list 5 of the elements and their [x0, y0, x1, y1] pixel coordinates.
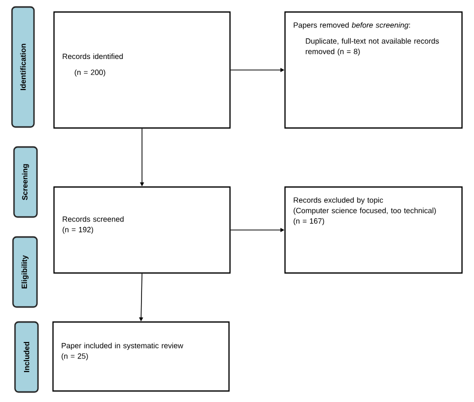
process-box — [53, 186, 231, 274]
process-box — [53, 11, 231, 129]
process-box — [284, 186, 463, 274]
process-box — [284, 11, 463, 129]
process-box — [52, 321, 230, 392]
